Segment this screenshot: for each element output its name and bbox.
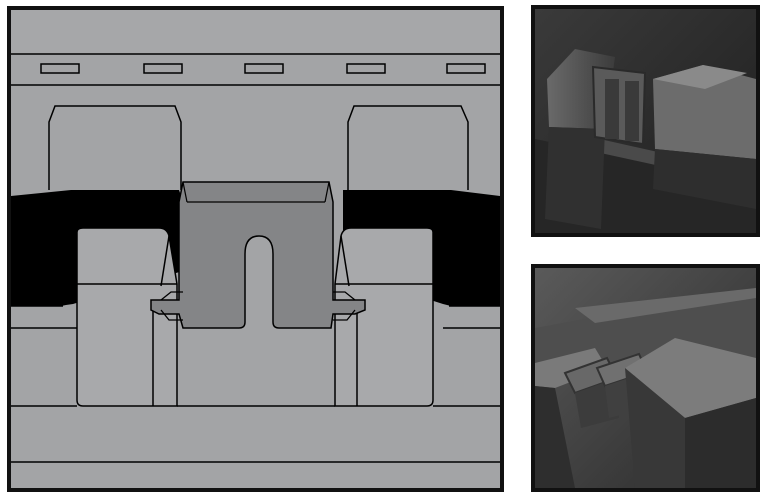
latch-photo-closed-icon (535, 268, 756, 488)
latch-photo-open-icon (535, 9, 756, 233)
latch-diagram-icon (11, 10, 500, 488)
latch-photo-top (531, 5, 760, 237)
latch-photo-bottom (531, 264, 760, 492)
latch-diagram-panel (7, 6, 504, 492)
